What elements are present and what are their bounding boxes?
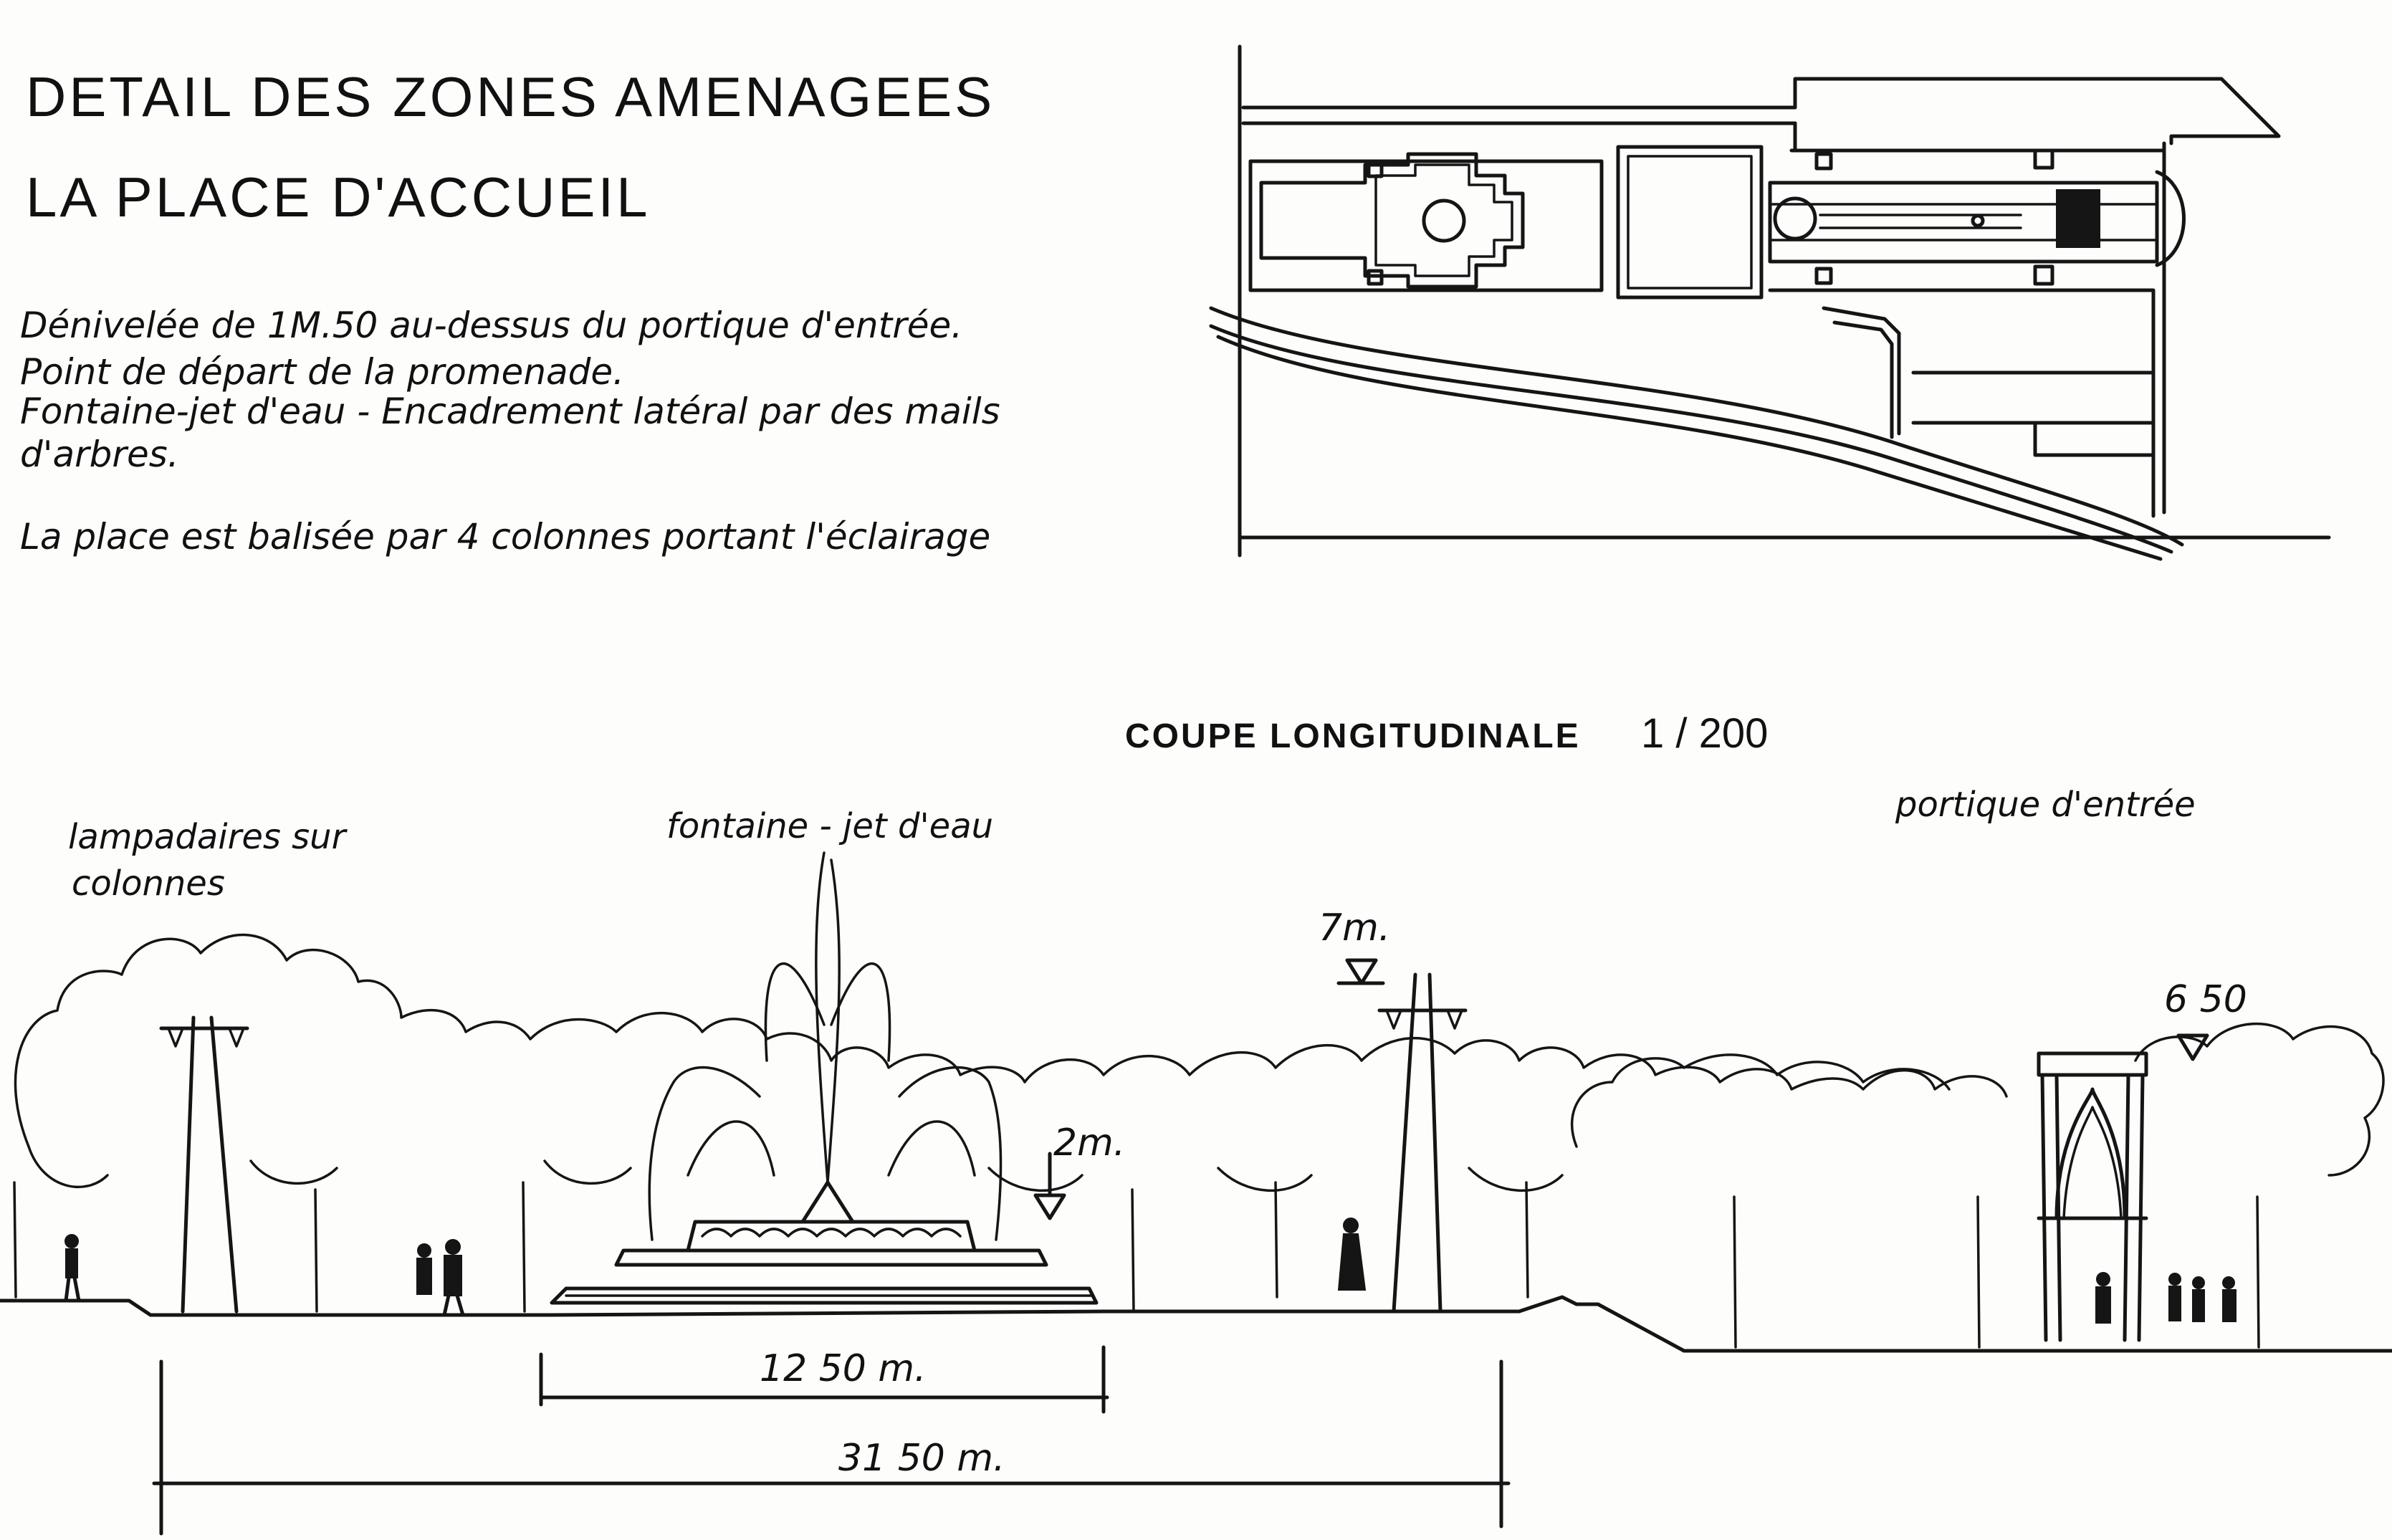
dimension-place-width: 31 50 m. xyxy=(838,1437,1005,1480)
sheet-title: DETAIL DES ZONES AMENAGEES xyxy=(26,65,995,128)
portique xyxy=(2037,1051,2148,1342)
fountain xyxy=(550,851,1099,1305)
people xyxy=(64,1218,2236,1324)
note-line-5: La place est balisée par 4 colonnes port… xyxy=(20,516,991,558)
label-portique: portique d'entrée xyxy=(1895,785,2196,825)
note-line-2: Point de départ de la promenade. xyxy=(20,351,625,393)
label-lampadaires-line-1: lampadaires sur xyxy=(68,817,346,857)
note-line-4: d'arbres. xyxy=(20,434,179,475)
longitudinal-section xyxy=(0,851,2392,1536)
level-fountain-height: 2m. xyxy=(1053,1121,1126,1164)
note-line-3: Fontaine-jet d'eau - Encadrement latéral… xyxy=(20,391,1000,432)
dimension-fountain-width: 12 50 m. xyxy=(760,1347,927,1390)
site-plan xyxy=(1209,44,2331,561)
level-column-height: 7m. xyxy=(1319,907,1391,950)
dimension-lines xyxy=(152,1345,1511,1536)
label-lampadaires-line-2: colonnes xyxy=(72,864,225,904)
note-line-1: Dénivelée de 1M.50 au-dessus du portique… xyxy=(20,305,963,346)
sheet-subtitle: LA PLACE D'ACCUEIL xyxy=(26,166,651,229)
lamp-column-left xyxy=(159,1015,249,1314)
lamp-column-right xyxy=(1377,972,1468,1314)
level-marker-fountain xyxy=(1033,1193,1066,1220)
label-fontaine: fontaine - jet d'eau xyxy=(666,806,994,846)
level-marker-column xyxy=(1345,958,1378,985)
section-scale: 1 / 200 xyxy=(1641,710,1769,757)
level-portique-height: 6 50 xyxy=(2164,978,2247,1021)
section-title: COUPE LONGITUDINALE xyxy=(1125,717,1581,755)
level-marker-portique xyxy=(2176,1033,2209,1061)
